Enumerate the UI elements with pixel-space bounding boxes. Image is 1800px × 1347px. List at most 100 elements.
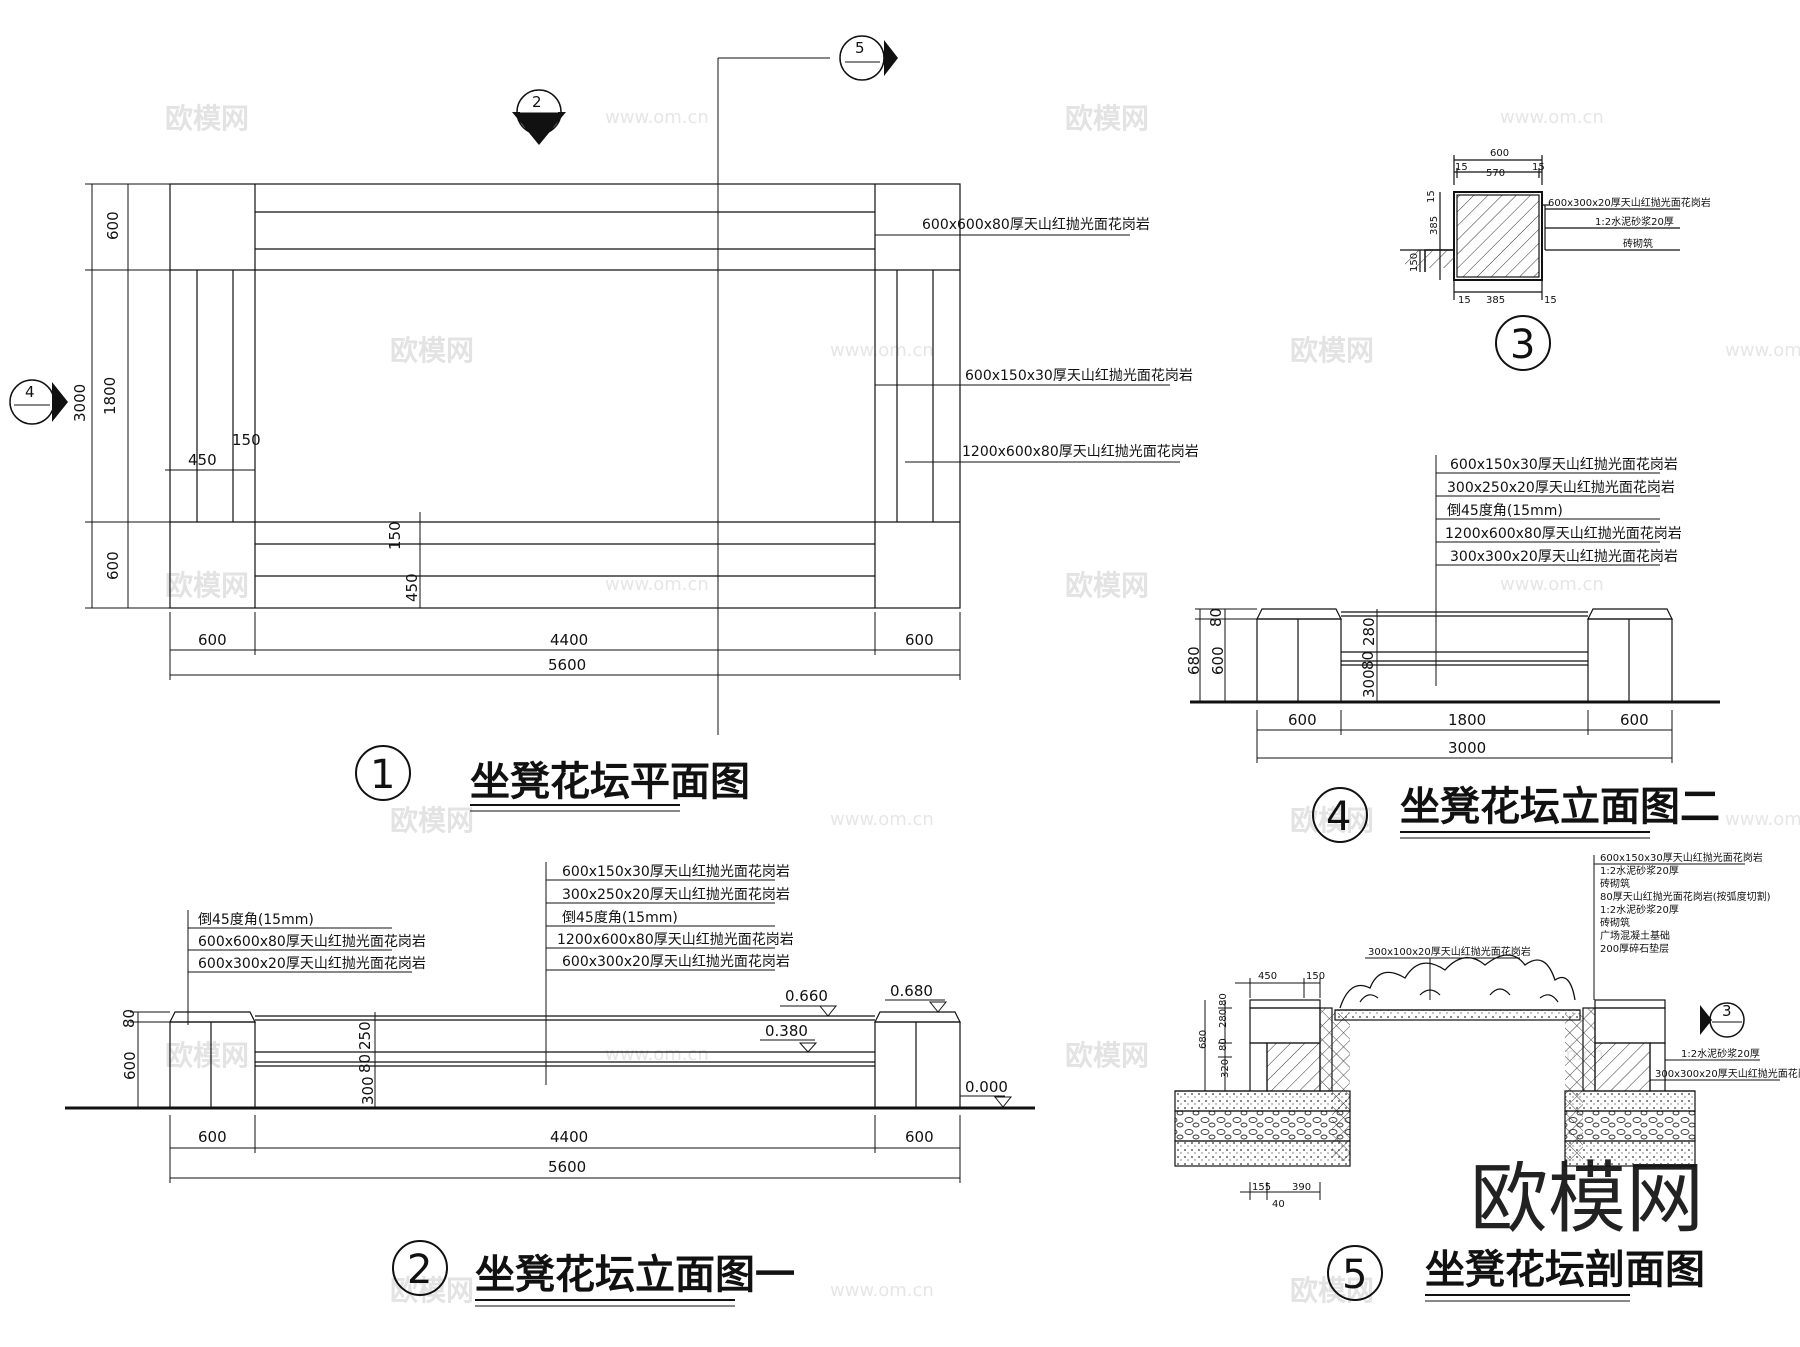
sec5-callout: 1:2水泥砂浆20厚	[1681, 1047, 1760, 1060]
marker-number: 4	[25, 383, 35, 401]
dim-label: 80	[356, 1054, 374, 1073]
dim-label: 600	[905, 1128, 934, 1146]
level-label: 0.380	[765, 1022, 808, 1040]
watermark-brand: 欧模网	[165, 1039, 249, 1072]
watermark-brand: 欧模网	[1065, 102, 1149, 135]
watermark-brand: 欧模网	[390, 334, 474, 367]
dim-label: 385	[1429, 216, 1440, 235]
detail3-callout: 砖砌筑	[1623, 237, 1653, 250]
elevation2-title-block: 4 坐凳花坛立面图二	[1312, 784, 1720, 843]
level-label: 0.000	[965, 1078, 1008, 1096]
dim-label: 80	[1207, 608, 1225, 627]
section-marker-2: 2	[512, 89, 566, 145]
elevation1-title-block: 2 坐凳花坛立面图一	[392, 1240, 795, 1307]
marker-number: 2	[532, 93, 542, 111]
watermark-url: www.om.cn	[605, 574, 709, 595]
dim-label: 80	[1218, 993, 1229, 1006]
section-marker-5: 5	[839, 35, 898, 81]
dim-label: 150	[232, 431, 261, 449]
elev2-callout: 300x300x20厚天山红抛光面花岗岩	[1450, 549, 1678, 565]
section5-view	[1174, 954, 1696, 1167]
dim-label: 80	[1359, 651, 1377, 670]
elev1-callout: 300x250x20厚天山红抛光面花岗岩	[562, 887, 790, 903]
plan-callout: 1200x600x80厚天山红抛光面花岗岩	[962, 444, 1199, 460]
dim-label: 15	[1426, 190, 1437, 203]
sec5-callout: 300x100x20厚天山红抛光面花岗岩	[1368, 945, 1531, 958]
drawing-number: 3	[1510, 322, 1535, 368]
dim-label: 150	[386, 521, 404, 550]
elev2-callout: 1200x600x80厚天山红抛光面花岗岩	[1445, 526, 1682, 542]
detail3-callout: 600x300x20厚天山红抛光面花岗岩	[1548, 196, 1711, 209]
watermark-url: www.om.cn	[1725, 340, 1800, 361]
elev1-callout: 1200x600x80厚天山红抛光面花岗岩	[557, 932, 794, 948]
dim-label: 600	[1490, 148, 1509, 159]
elev1-callout: 600x600x80厚天山红抛光面花岗岩	[198, 934, 426, 950]
plan-view	[169, 57, 961, 735]
drawing-title: 坐凳花坛立面图一	[475, 1252, 795, 1298]
dim-label: 5600	[548, 1158, 586, 1176]
level-label: 0.660	[785, 987, 828, 1005]
watermark-url: www.om.cn	[830, 1280, 934, 1301]
dim-label: 385	[1486, 295, 1505, 306]
plan-outline	[169, 183, 961, 609]
elevation1-labels: 倒45度角(15mm) 600x600x80厚天山红抛光面花岗岩 600x300…	[120, 864, 1008, 1176]
dim-label: 40	[1272, 1199, 1285, 1210]
section-marker-4: 4	[9, 379, 68, 425]
elev2-callout: 倒45度角(15mm)	[1447, 503, 1563, 519]
dim-label: 600	[198, 1128, 227, 1146]
dim-label: 4400	[550, 631, 588, 649]
sec5-callout: 1:2水泥砂浆20厚	[1600, 903, 1679, 916]
watermark-url: www.om.cn	[1725, 809, 1800, 830]
dim-label: 80	[1218, 1038, 1229, 1051]
dim-label: 320	[1220, 1059, 1231, 1078]
drawing-title: 坐凳花坛立面图二	[1400, 784, 1720, 830]
plan-callout: 600x150x30厚天山红抛光面花岗岩	[965, 368, 1193, 384]
drawing-number: 5	[1342, 1252, 1367, 1298]
sec5-callout: 1:2水泥砂浆20厚	[1600, 864, 1679, 877]
section5-labels: 600x150x30厚天山红抛光面花岗岩 1:2水泥砂浆20厚 砖砌筑 80厚天…	[1198, 851, 1800, 1302]
watermark-brand: 欧模网	[1290, 334, 1374, 367]
drawing-title: 坐凳花坛剖面图	[1425, 1247, 1705, 1293]
dim-label: 150	[1306, 971, 1325, 982]
dim-label: 680	[1198, 1030, 1209, 1049]
dim-label: 80	[120, 1009, 138, 1028]
sec5-callout: 砖砌筑	[1600, 877, 1630, 890]
sec5-callout: 80厚天山红抛光面花岗岩(按弧度切割)	[1600, 890, 1771, 903]
dim-label: 15	[1458, 295, 1471, 306]
dim-label: 15	[1455, 162, 1468, 173]
watermark-layer: 欧模网 www.om.cn 欧模网 www.om.cn 欧模网 www.om.c…	[165, 102, 1800, 1307]
sec5-callout: 300x300x20厚天山红抛光面花岗岩	[1655, 1067, 1800, 1080]
dim-label: 600	[198, 631, 227, 649]
dim-label: 600	[104, 551, 122, 580]
dim-label: 150	[1409, 253, 1420, 272]
watermark-brand: 欧模网	[390, 804, 474, 837]
watermark-url: www.om.cn	[605, 107, 709, 128]
dim-label: 300	[359, 1076, 377, 1105]
watermark-url: www.om.cn	[830, 809, 934, 830]
detail3-labels: 600 15 570 15 15 385 150 15 385 15 600x3…	[1409, 148, 1711, 371]
watermark-brand: 欧模网	[1290, 804, 1374, 837]
detail3-view	[1400, 155, 1680, 300]
dim-label: 280	[1360, 617, 1378, 646]
sec5-callout: 600x150x30厚天山红抛光面花岗岩	[1600, 851, 1763, 864]
marker-number: 3	[1722, 1002, 1732, 1020]
dim-label: 250	[356, 1021, 374, 1050]
watermark-logo-large: 欧模网	[1470, 1154, 1704, 1244]
plan-labels: 600 1800 600 3000 450 150 150 450 600 44…	[71, 211, 1199, 674]
dim-label: 300	[1360, 669, 1378, 698]
watermark-brand: 欧模网	[1290, 1274, 1374, 1307]
elevation1-dims	[130, 862, 1013, 1183]
watermark-brand: 欧模网	[1065, 569, 1149, 602]
dim-label: 390	[1292, 1182, 1311, 1193]
drawing-number: 4	[1326, 794, 1351, 840]
dim-label: 450	[188, 451, 217, 469]
dim-label: 600	[1288, 711, 1317, 729]
watermark-brand: 欧模网	[165, 102, 249, 135]
elev1-callout: 600x150x30厚天山红抛光面花岗岩	[562, 864, 790, 880]
drawing-number: 1	[370, 752, 395, 798]
dim-label: 600	[905, 631, 934, 649]
dim-label: 600	[1620, 711, 1649, 729]
elev1-callout: 600x300x20厚天山红抛光面花岗岩	[198, 956, 426, 972]
drawing-number: 2	[407, 1247, 432, 1293]
